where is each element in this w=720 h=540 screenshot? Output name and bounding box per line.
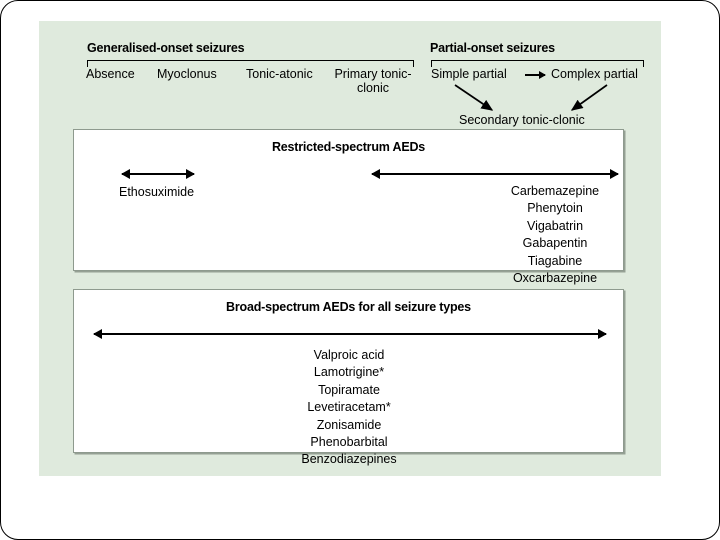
secondary-generalisation-arrows — [454, 84, 608, 111]
drug-phenobarbital: Phenobarbital — [310, 435, 388, 450]
seizure-type-absence: Absence — [86, 67, 135, 81]
secondary-tonic-clonic-label: Secondary tonic-clonic — [459, 113, 585, 127]
arrow-simple-to-secondary — [454, 84, 494, 111]
arrow-complex-to-secondary — [570, 84, 608, 111]
drug-vigabatrin: Vigabatrin — [526, 218, 584, 233]
drug-carbemazepine: Carbemazepine — [510, 184, 600, 198]
seizure-type-myoclonus: Myoclonus — [157, 67, 217, 81]
drug-lamotrigine: Lamotrigine* — [313, 365, 385, 380]
drug-levetiracetam: Levetiracetam* — [307, 400, 391, 415]
drug-phenytoin: Phenytoin — [527, 201, 583, 216]
right-arrow-icon — [525, 74, 545, 76]
broad-drug-list: Valproic acid Lamotrigine* Topiramate Le… — [254, 347, 444, 469]
partial-bracket — [431, 60, 644, 67]
broad-spectrum-title: Broad-spectrum AEDs for all seizure type… — [226, 300, 471, 314]
drug-tiagabine: Tiagabine — [527, 253, 583, 268]
partial-onset-title: Partial-onset seizures — [430, 41, 555, 55]
broad-spectrum-range-arrow-icon — [94, 333, 606, 335]
restricted-spectrum-title: Restricted-spectrum AEDs — [271, 140, 426, 154]
generalised-bracket — [87, 60, 414, 67]
drug-zonisamide: Zonisamide — [316, 417, 382, 432]
drug-valproic-acid: Valproic acid — [313, 348, 385, 362]
ethosuximide-range-arrow-icon — [122, 173, 194, 175]
drug-benzodiazepines: Benzodiazepines — [301, 452, 397, 467]
drug-gabapentin: Gabapentin — [522, 236, 588, 251]
seizure-type-primary-tonic-clonic: Primary tonic-clonic — [334, 67, 412, 95]
drug-ethosuximide: Ethosuximide — [119, 185, 195, 199]
broad-spectrum-box: Broad-spectrum AEDs for all seizure type… — [73, 289, 624, 466]
restricted-spectrum-box: Restricted-spectrum AEDs Ethosuximide Ca… — [73, 129, 624, 285]
figure-panel: Generalised-onset seizures Absence Myocl… — [39, 21, 661, 476]
partial-drugs-range-arrow-icon — [372, 173, 618, 175]
seizure-type-complex-partial: Complex partial — [551, 67, 638, 81]
seizure-type-tonic-atonic: Tonic-atonic — [246, 67, 313, 81]
seizure-type-simple-partial: Simple partial — [431, 67, 507, 81]
generalised-onset-title: Generalised-onset seizures — [87, 41, 245, 55]
drug-topiramate: Topiramate — [318, 382, 380, 397]
drug-oxcarbazepine: Oxcarbazepine — [512, 271, 598, 286]
restricted-drug-list: Carbemazepine Phenytoin Vigabatrin Gabap… — [460, 183, 650, 287]
